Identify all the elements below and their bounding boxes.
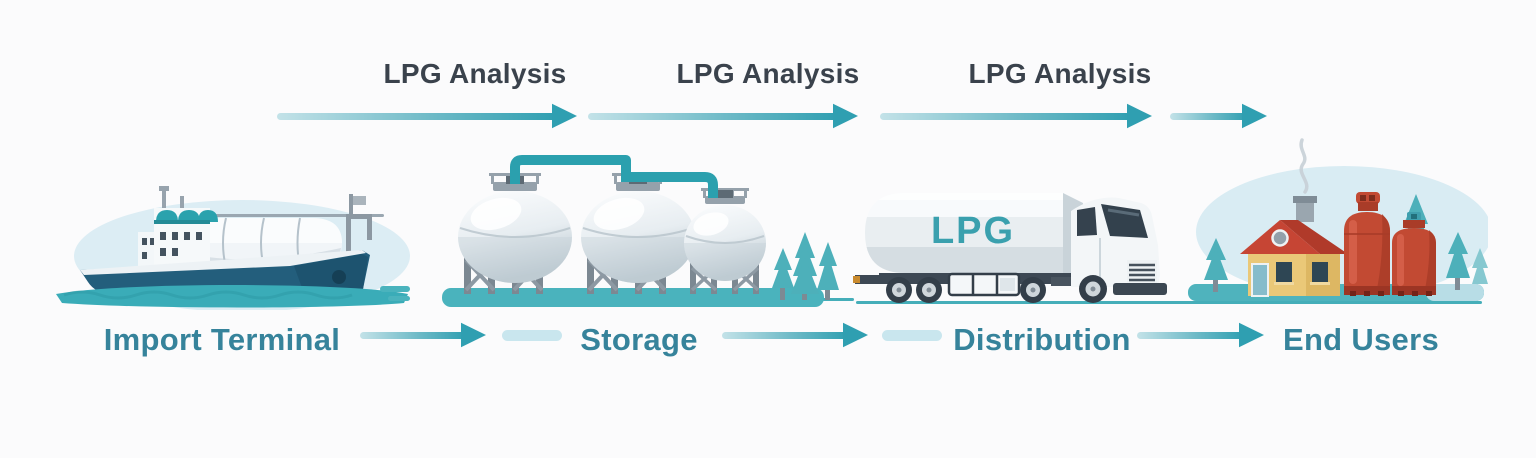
- stage-label-import-terminal: Import Terminal: [103, 322, 341, 357]
- analysis-arrow-1-icon: [277, 103, 577, 129]
- import-terminal-illustration: [56, 186, 410, 310]
- analysis-arrow-4-icon: [1170, 103, 1267, 129]
- pipes: [510, 155, 718, 198]
- analysis-arrow-3-icon: [880, 103, 1152, 129]
- equipment-box: [947, 272, 1021, 297]
- side-window: [1077, 207, 1097, 236]
- stage-label-end-users: End Users: [1282, 322, 1440, 357]
- stage-label-distribution: Distribution: [953, 322, 1131, 357]
- chimney-smoke: [1299, 138, 1309, 194]
- road-line: [856, 301, 1482, 304]
- bumper: [1113, 283, 1167, 295]
- windows: [160, 232, 202, 256]
- ship-hull: [80, 250, 370, 297]
- teal-domes: [156, 210, 218, 222]
- house: [1240, 196, 1348, 297]
- house-windows: [1274, 262, 1330, 285]
- flow-dash-2-icon: [882, 330, 942, 341]
- flow-dash-1-icon: [502, 330, 562, 341]
- storage-sphere-1: [458, 191, 572, 283]
- truck-cab: [1071, 197, 1167, 295]
- truck-wheels: [886, 275, 1107, 303]
- storage-illustration: [442, 155, 854, 307]
- analysis-label-1: LPG Analysis: [383, 58, 567, 89]
- truck-tank: LPG: [865, 193, 1091, 273]
- chimney: [1296, 200, 1314, 222]
- storage-sphere-3: [684, 205, 766, 281]
- gable-window: [1271, 229, 1289, 247]
- analysis-label-3: LPG Analysis: [968, 58, 1152, 89]
- stage-label-storage: Storage: [580, 322, 698, 357]
- sky-blob: [1196, 166, 1488, 298]
- lpg-cylinder-large: [1344, 192, 1390, 296]
- lpg-cylinder-small: [1392, 212, 1436, 296]
- grille: [1127, 260, 1157, 285]
- storage-sphere-2: [581, 191, 695, 283]
- ground-platform: [442, 288, 824, 307]
- analysis-label-2: LPG Analysis: [676, 58, 860, 89]
- distribution-illustration: LPG: [853, 193, 1167, 303]
- windshield: [1101, 204, 1148, 238]
- side-roof: [1280, 220, 1348, 254]
- pine-trees: [772, 232, 839, 300]
- bow-mast-icon: [346, 194, 372, 262]
- water: [56, 285, 410, 308]
- truck-lpg-text: LPG: [931, 210, 1015, 252]
- stage-arrow-1-icon: [360, 322, 486, 348]
- stage-arrow-2-icon: [722, 322, 868, 348]
- end-users-illustration: [1188, 138, 1488, 301]
- stage-arrow-3-icon: [1137, 322, 1264, 348]
- porthole-icon: [332, 270, 346, 284]
- analysis-arrow-2-icon: [588, 103, 858, 129]
- door: [1251, 263, 1269, 297]
- ship-superstructure: [138, 186, 218, 274]
